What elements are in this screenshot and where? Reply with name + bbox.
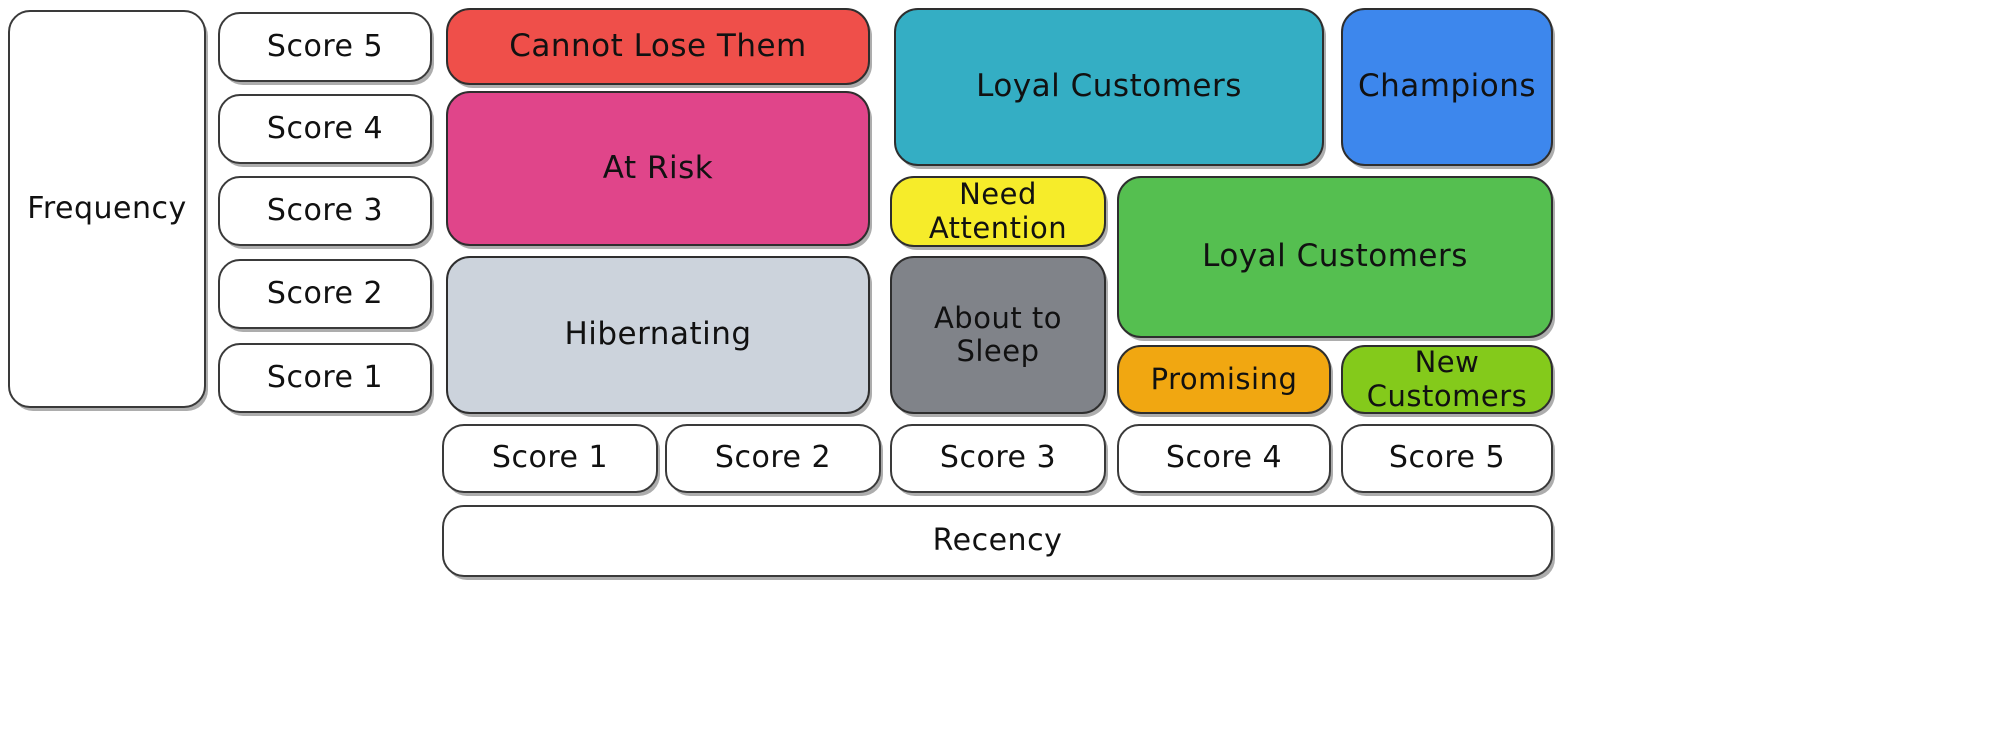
frequency-score-3: Score 3 bbox=[218, 176, 432, 246]
recency-score-2: Score 2 bbox=[665, 424, 881, 493]
segment-need-attention[interactable]: Need Attention bbox=[890, 176, 1106, 247]
recency-axis-text: Recency bbox=[932, 522, 1063, 558]
frequency-score-2: Score 2 bbox=[218, 259, 432, 329]
segment-loyal-customers-green-label: Loyal Customers bbox=[1202, 238, 1468, 275]
segment-new-customers-label: New Customers bbox=[1366, 345, 1528, 413]
segment-cannot-lose-them-label: Cannot Lose Them bbox=[509, 27, 807, 64]
segment-about-to-sleep[interactable]: About to Sleep bbox=[890, 256, 1106, 414]
frequency-score-1-label: Score 1 bbox=[266, 359, 384, 395]
segment-champions[interactable]: Champions bbox=[1341, 8, 1553, 166]
recency-score-1-label: Score 1 bbox=[491, 440, 609, 476]
frequency-score-4-label: Score 4 bbox=[266, 110, 384, 146]
frequency-score-4: Score 4 bbox=[218, 94, 432, 164]
recency-score-1: Score 1 bbox=[442, 424, 658, 493]
frequency-axis-label: Frequency bbox=[8, 10, 206, 408]
frequency-score-5-label: Score 5 bbox=[266, 28, 384, 64]
segment-hibernating[interactable]: Hibernating bbox=[446, 256, 870, 414]
segment-new-customers[interactable]: New Customers bbox=[1341, 345, 1553, 414]
frequency-axis-text: Frequency bbox=[27, 190, 187, 226]
recency-score-5: Score 5 bbox=[1341, 424, 1553, 493]
segment-at-risk[interactable]: At Risk bbox=[446, 91, 870, 246]
frequency-score-1: Score 1 bbox=[218, 343, 432, 413]
segment-about-to-sleep-label: About to Sleep bbox=[933, 300, 1063, 368]
recency-score-4: Score 4 bbox=[1117, 424, 1331, 493]
segment-need-attention-label: Need Attention bbox=[928, 177, 1068, 245]
recency-axis-label: Recency bbox=[442, 505, 1553, 577]
segment-loyal-customers-teal[interactable]: Loyal Customers bbox=[894, 8, 1324, 166]
segment-cannot-lose-them[interactable]: Cannot Lose Them bbox=[446, 8, 870, 85]
segment-at-risk-label: At Risk bbox=[602, 149, 714, 186]
segment-champions-label: Champions bbox=[1357, 68, 1537, 105]
segment-promising[interactable]: Promising bbox=[1117, 345, 1331, 414]
recency-score-5-label: Score 5 bbox=[1388, 440, 1506, 476]
segment-hibernating-label: Hibernating bbox=[564, 316, 752, 353]
recency-score-3: Score 3 bbox=[890, 424, 1106, 493]
recency-score-2-label: Score 2 bbox=[714, 440, 832, 476]
recency-score-4-label: Score 4 bbox=[1165, 440, 1283, 476]
frequency-score-5: Score 5 bbox=[218, 12, 432, 82]
recency-score-3-label: Score 3 bbox=[939, 440, 1057, 476]
segment-loyal-customers-green[interactable]: Loyal Customers bbox=[1117, 176, 1553, 338]
segment-promising-label: Promising bbox=[1150, 361, 1298, 396]
frequency-score-3-label: Score 3 bbox=[266, 192, 384, 228]
frequency-score-2-label: Score 2 bbox=[266, 275, 384, 311]
segment-loyal-customers-teal-label: Loyal Customers bbox=[976, 68, 1242, 105]
